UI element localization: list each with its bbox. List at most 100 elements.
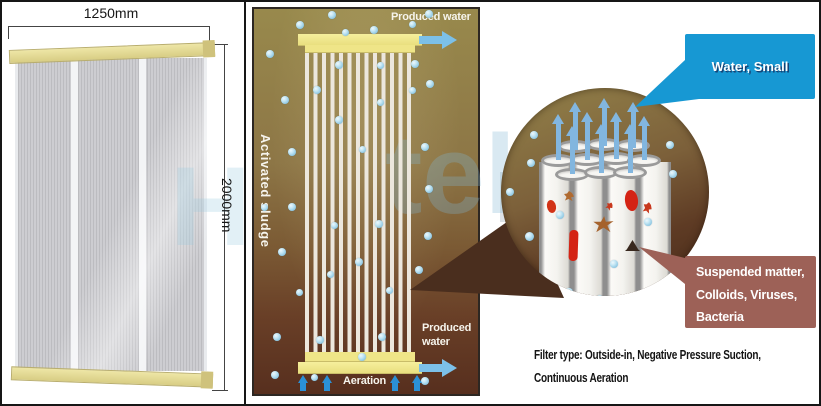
- aeration-label: Aeration: [343, 375, 387, 387]
- bubble-icon: [610, 260, 618, 268]
- aeration-arrow-icon: [297, 375, 310, 391]
- bubble-icon: [506, 188, 514, 196]
- arrow-head: [595, 124, 607, 134]
- bubble-icon: [288, 203, 296, 211]
- arrow-head: [552, 114, 564, 124]
- bubble-icon: [595, 294, 603, 296]
- arrow-head: [598, 98, 610, 108]
- permeate-callout-triangle: [635, 60, 699, 107]
- arrow-shaft: [300, 383, 306, 391]
- bubble-icon: [644, 218, 652, 226]
- arrow-head: [412, 375, 422, 383]
- reject-box-line: Bacteria: [696, 310, 744, 324]
- bubble-icon: [378, 333, 386, 341]
- bubble-icon: [565, 288, 573, 296]
- bubble-icon: [330, 221, 338, 229]
- bubble-icon: [524, 231, 534, 241]
- bubble-icon: [376, 98, 384, 106]
- permeate-arrow-icon: [624, 124, 637, 173]
- arrow-head: [627, 102, 639, 112]
- bubble-icon: [358, 353, 366, 361]
- produced-water-arrow-top-icon: [419, 31, 459, 49]
- bubble-icon: [271, 371, 279, 379]
- reject-callout-box: Suspended matter, Colloids, Viruses, Bac…: [685, 256, 816, 328]
- bubble-icon: [376, 61, 384, 69]
- label-line: water: [422, 335, 450, 348]
- bubble-icon: [266, 50, 274, 58]
- arrow-shaft: [555, 124, 561, 160]
- aeration-arrow-icon: [389, 375, 402, 391]
- bubble-icon: [326, 270, 334, 278]
- filter-type-caption: Filter type: Outside-in, Negative Pressu…: [534, 343, 819, 389]
- dimension-tick: [212, 390, 228, 391]
- bubble-icon: [370, 26, 378, 34]
- caption-line: Continuous Aeration: [534, 370, 629, 385]
- bubble-icon: [385, 286, 393, 294]
- dimension-tick: [8, 26, 9, 39]
- bubble-icon: [358, 145, 366, 153]
- width-dimension-label: 1250mm: [83, 5, 139, 21]
- arrow-head: [442, 31, 457, 49]
- activated-sludge-label: Activated sludge: [258, 134, 273, 248]
- produced-water-arrow-bottom-icon: [419, 359, 459, 377]
- label-line: Produced: [422, 322, 472, 334]
- permeate-arrow-icon: [638, 116, 651, 160]
- arrow-shaft: [584, 122, 590, 160]
- arrow-head: [569, 102, 581, 112]
- arrow-head: [442, 359, 457, 377]
- bubble-icon: [421, 143, 429, 151]
- arrow-shaft: [414, 383, 420, 391]
- permeate-callout-box: Water, Small: [685, 34, 815, 99]
- bubble-icon: [425, 10, 433, 18]
- section-divider: [244, 2, 246, 404]
- membrane-sheen: [15, 58, 207, 371]
- top-collector-bar-inner: [305, 45, 415, 53]
- arrow-shaft: [392, 383, 398, 391]
- arrow-head: [638, 116, 650, 126]
- bubble-icon: [666, 141, 674, 149]
- permeate-arrow-icon: [552, 114, 565, 160]
- bubble-icon: [527, 159, 535, 167]
- membrane-edge: [15, 58, 18, 371]
- bubble-icon: [408, 20, 416, 28]
- bubble-icon: [424, 232, 432, 240]
- width-dimension-line: [8, 26, 210, 27]
- dimension-tick: [209, 44, 228, 45]
- bubble-icon: [296, 21, 304, 29]
- arrow-head: [610, 112, 622, 122]
- bubble-icon: [316, 336, 324, 344]
- bottom-collector-bar: [298, 362, 422, 374]
- arrow-shaft: [419, 36, 442, 44]
- arrow-shaft: [613, 122, 619, 159]
- membrane-edge: [204, 58, 207, 371]
- permeate-arrow-icon: [610, 112, 623, 159]
- bubble-icon: [288, 148, 296, 156]
- aeration-arrow-icon: [411, 375, 424, 391]
- permeate-arrow-icon: [581, 112, 594, 160]
- bubble-icon: [530, 131, 538, 139]
- bubble-icon: [375, 220, 383, 228]
- bubble-icon: [421, 377, 429, 385]
- arrow-head: [298, 375, 308, 383]
- arrow-head: [566, 126, 578, 136]
- bubble-icon: [425, 185, 433, 193]
- bubble-icon: [415, 266, 423, 274]
- bubble-icon: [408, 86, 416, 94]
- bubble-icon: [328, 11, 336, 19]
- bubble-icon: [278, 248, 286, 256]
- membrane-divider: [139, 58, 146, 371]
- height-dimension-line: [224, 44, 225, 391]
- permeate-arrow-icon: [595, 124, 608, 173]
- bubble-icon: [355, 258, 363, 266]
- magnified-fiber-view: [501, 88, 709, 296]
- arrow-head: [390, 375, 400, 383]
- membrane-sheet: [15, 58, 207, 371]
- bubble-icon: [295, 288, 303, 296]
- membrane-divider: [71, 58, 78, 371]
- bubble-icon: [260, 203, 268, 211]
- bubble-icon: [411, 60, 419, 68]
- arrow-shaft: [627, 134, 633, 173]
- produced-water-bottom-label: Produced water: [422, 322, 471, 349]
